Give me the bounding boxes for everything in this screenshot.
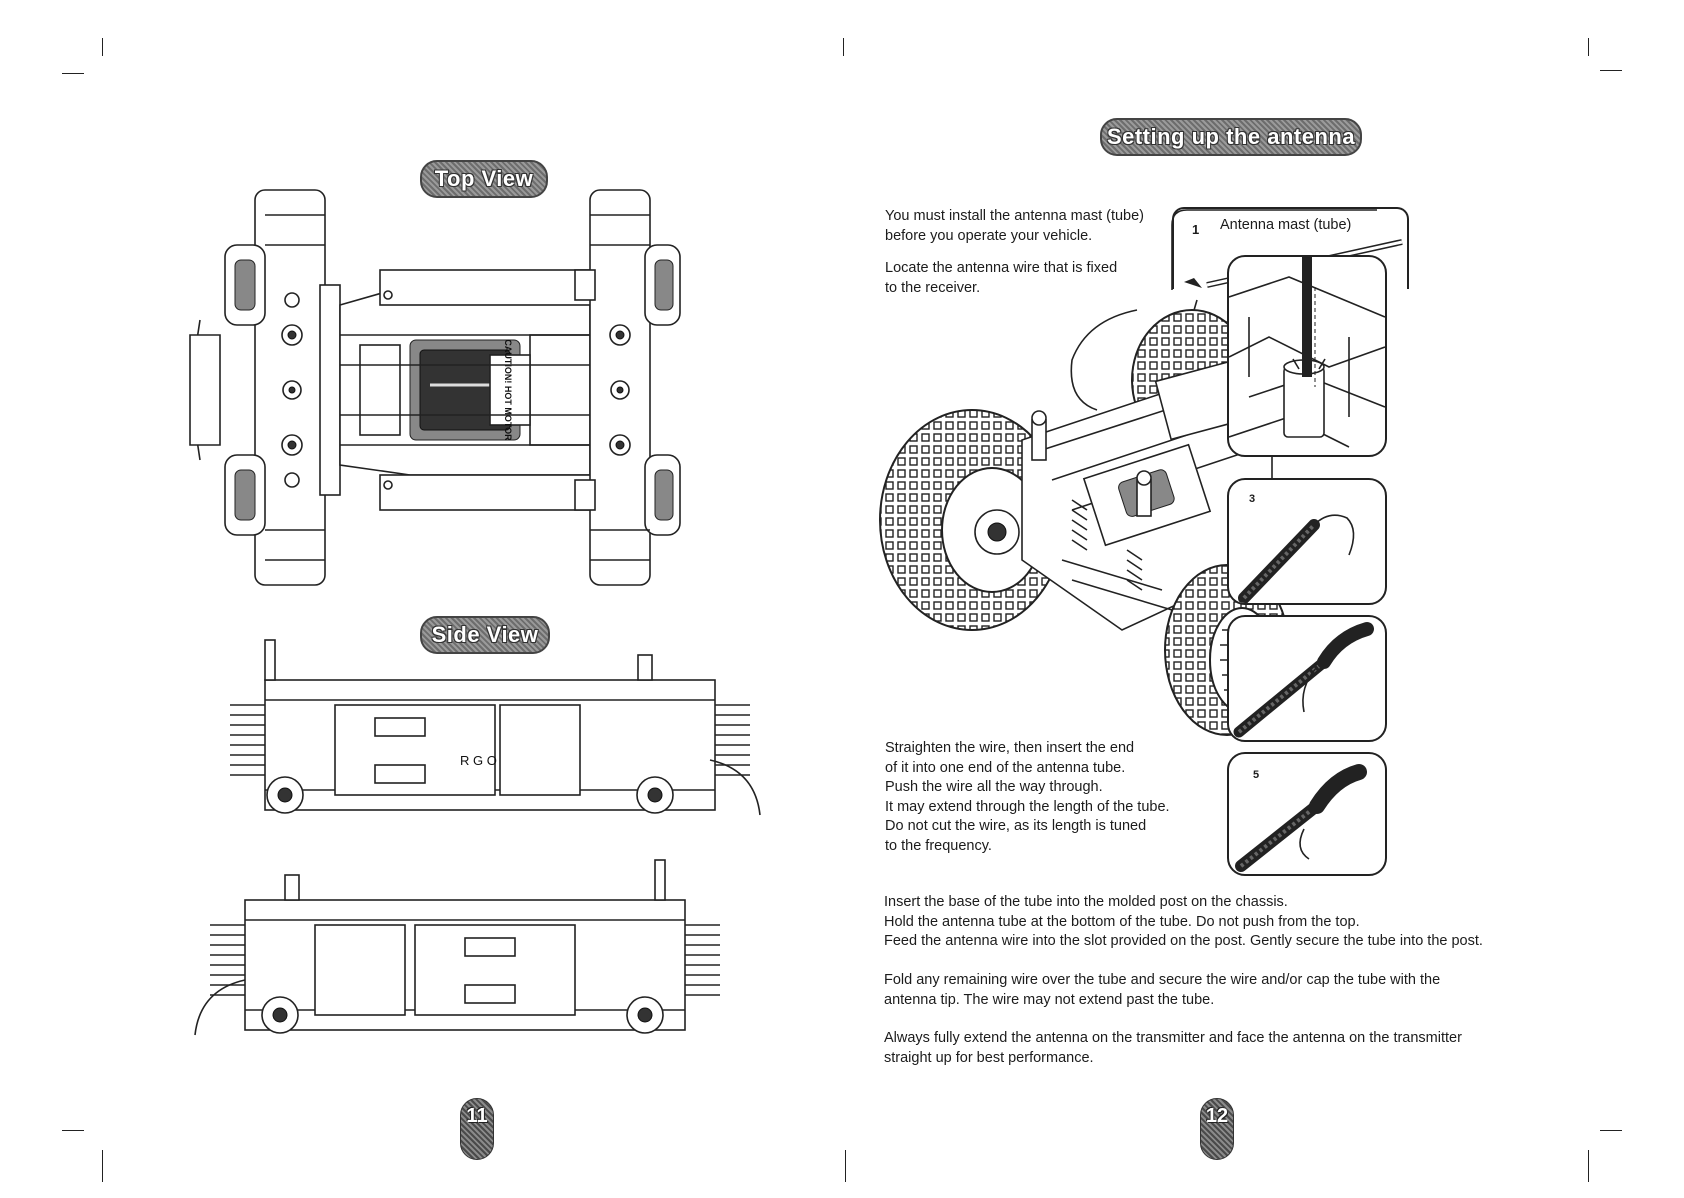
callout-box <box>1172 207 1409 289</box>
intro-line: before you operate your vehicle. <box>885 227 1093 244</box>
crop-mark <box>62 1130 84 1131</box>
straighten-line: to the frequency. <box>885 837 992 854</box>
page-number-right: 12 <box>1200 1098 1234 1160</box>
straighten-text: Straighten the wire, then insert the end… <box>885 739 1170 856</box>
intro-text: You must install the antenna mast (tube)… <box>885 207 1144 246</box>
locate-text: Locate the antenna wire that is fixed to… <box>885 259 1117 298</box>
right-page: Setting up the antenna You must install … <box>842 0 1684 1198</box>
crop-mark <box>843 38 844 56</box>
step-panel-1 <box>1227 255 1387 457</box>
locate-line: to the receiver. <box>885 279 981 296</box>
intro-line: You must install the antenna mast (tube) <box>885 208 1145 224</box>
crop-mark <box>1600 1130 1622 1131</box>
crop-mark <box>1600 70 1622 71</box>
fold-line: antenna tip. The wire may not extend pas… <box>884 991 1215 1008</box>
step-panel-5: 5 <box>1227 752 1387 876</box>
led-letters: R G O <box>460 753 497 768</box>
straighten-line: Straighten the wire, then insert the end <box>885 740 1135 756</box>
step-panel-3: 3 <box>1227 478 1387 605</box>
always-line: Always fully extend the antenna on the t… <box>884 1030 1462 1046</box>
always-line: straight up for best performance. <box>884 1049 1094 1066</box>
straighten-line: Push the wire all the way through. <box>885 779 1103 795</box>
straighten-line: It may extend through the length of the … <box>885 798 1170 815</box>
motor-caution-text: CAUTION! HOT MOTOR <box>503 339 513 441</box>
callout-label: Antenna mast (tube) <box>1220 217 1352 233</box>
crop-mark <box>1588 38 1589 56</box>
left-page: Top View CAUTION! HOT MOTOR <box>189 160 761 1160</box>
wire-pushed-illustration <box>1233 622 1374 738</box>
fold-text: Fold any remaining wire over the tube an… <box>884 971 1440 1010</box>
straighten-line: Do not cut the wire, as its length is tu… <box>885 818 1147 834</box>
step-panel-4 <box>1227 615 1387 742</box>
insert-line: Feed the antenna wire into the slot prov… <box>884 933 1483 949</box>
insert-text: Insert the base of the tube into the mol… <box>884 893 1483 952</box>
crop-mark <box>102 38 103 56</box>
crop-mark <box>845 1150 846 1182</box>
side-view-label: Side View <box>420 616 550 654</box>
step-number-3: 3 <box>1249 493 1256 505</box>
top-view-label: Top View <box>420 160 548 198</box>
tip-cap-illustration <box>1235 764 1367 872</box>
top-view-chassis-diagram: CAUTION! HOT MOTOR <box>189 189 681 586</box>
callout-number: 1 <box>1192 222 1200 237</box>
page-number-left: 11 <box>460 1098 494 1160</box>
fold-line: Fold any remaining wire over the tube an… <box>884 972 1441 988</box>
always-text: Always fully extend the antenna on the t… <box>884 1029 1462 1068</box>
insert-line: Insert the base of the tube into the mol… <box>884 894 1288 910</box>
step-number-5: 5 <box>1253 769 1260 781</box>
crop-mark <box>1588 1150 1589 1182</box>
post-insert-illustration <box>1229 257 1385 448</box>
locate-line: Locate the antenna wire that is fixed <box>885 260 1118 276</box>
section-label: Setting up the antenna <box>1100 118 1362 156</box>
insert-line: Hold the antenna tube at the bottom of t… <box>884 913 1360 930</box>
side-view-diagram-upper: R G O <box>230 639 761 816</box>
straighten-line: of it into one end of the antenna tube. <box>885 759 1126 776</box>
crop-mark <box>102 1150 103 1182</box>
side-view-diagram-lower <box>194 859 720 1036</box>
crop-mark <box>62 73 84 74</box>
wire-tube-illustration <box>1238 514 1355 603</box>
